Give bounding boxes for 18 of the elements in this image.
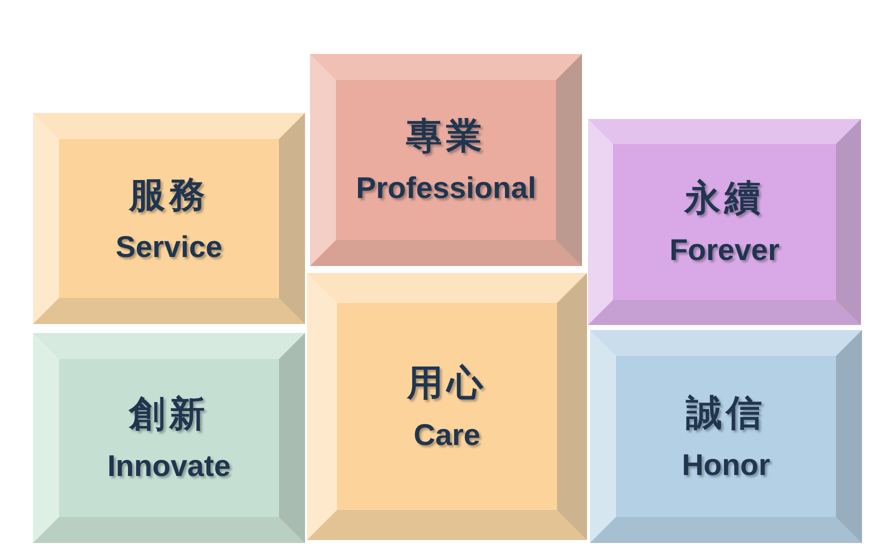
box-title: 永續 xyxy=(684,176,764,221)
box-title: 誠信 xyxy=(686,390,766,436)
box-subtitle: Forever xyxy=(669,234,780,268)
box-subtitle: Service xyxy=(116,230,222,264)
box-subtitle: Honor xyxy=(682,448,770,482)
box-title: 用心 xyxy=(407,360,487,406)
bevel-box xyxy=(310,54,582,266)
bevel-box xyxy=(33,113,305,324)
bevel-box xyxy=(588,119,861,325)
bevel-box xyxy=(33,333,305,543)
box-title: 創新 xyxy=(129,392,209,437)
bevel-box xyxy=(307,273,587,540)
box-title: 服務 xyxy=(129,172,209,218)
box-subtitle: Innovate xyxy=(107,450,231,484)
box-subtitle: Professional xyxy=(356,172,536,206)
box-subtitle: Care xyxy=(414,418,480,452)
box-title: 專業 xyxy=(406,114,486,159)
bevel-box xyxy=(590,330,862,543)
